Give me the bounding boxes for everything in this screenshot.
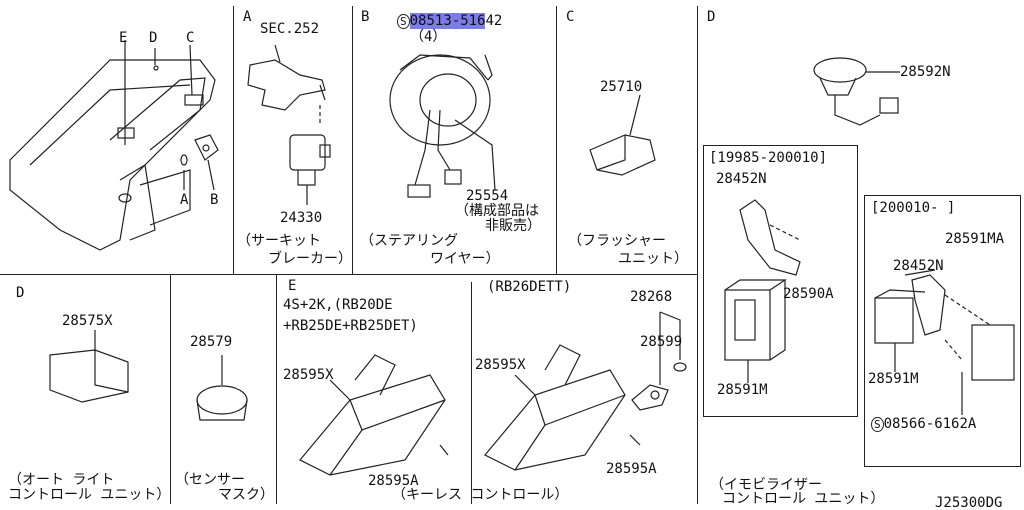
overview-label-d: D [149, 30, 158, 46]
section-e-right-part: 28595X [475, 357, 526, 373]
dashboard-outline [9, 59, 216, 251]
range-1-part-2: 28590A [783, 286, 834, 302]
antenna-part: 28592N [900, 64, 951, 80]
section-e-left-bolt: 28595A [368, 473, 419, 489]
section-c-caption-2: ユニット） [618, 251, 688, 267]
section-e-caption: （キーレス コントロール） [392, 487, 569, 503]
section-a-letter: A [243, 9, 252, 25]
divider [471, 282, 472, 504]
auto-light-caption-2: コントロール ユニット） [8, 487, 171, 503]
section-b-bolt-qty: （4） [410, 29, 447, 45]
section-b-note-2: 非販売） [485, 218, 541, 234]
range-1-part-1: 28452N [716, 171, 767, 187]
section-d-caption-2: コントロール ユニット） [722, 491, 885, 507]
section-b-part: 25554 [466, 188, 509, 204]
section-d-bottom-letter: D [16, 285, 25, 301]
diagram-code: J25300DG [935, 495, 1003, 510]
overview-label-a: A [180, 192, 189, 208]
key-part-2: 28599 [640, 334, 683, 350]
section-d-caption-1: （イモビライザー [710, 477, 822, 493]
divider [233, 6, 234, 274]
section-b-bolt-highlight: 08513-516 [409, 13, 486, 29]
range-1-part-3: 28591M [717, 382, 768, 398]
section-a-caption-1: （サーキット [237, 233, 321, 249]
range-2-part-2: 28452N [893, 258, 944, 274]
sensor-caption-2: マスク） [218, 487, 274, 503]
range-2-bolt-part: 08566-6162A [883, 416, 977, 432]
divider [697, 6, 698, 504]
divider [276, 274, 277, 504]
section-b-letter: B [361, 9, 370, 25]
sensor-part: 28579 [190, 334, 233, 350]
range-2-part-1: 28591MA [945, 231, 1005, 247]
section-e-models-2: +RB25DE+RB25DET) [283, 318, 418, 334]
range-2-part-3: 28591M [868, 371, 919, 387]
section-a-part: 24330 [280, 210, 323, 226]
sensor-caption-1: （センサー [175, 472, 245, 488]
auto-light-caption-1: （オート ライト [8, 472, 115, 488]
section-b-bolt-rest: 42 [485, 13, 503, 29]
section-e-models-1: 4S+2K,(RB20DE [283, 297, 393, 313]
divider [170, 274, 171, 504]
divider [556, 6, 557, 274]
screw-symbol-icon: S [871, 417, 884, 432]
range-box-1 [703, 145, 858, 417]
section-d-letter: D [707, 9, 716, 25]
section-e-left-part: 28595X [283, 367, 334, 383]
auto-light-part: 28575X [62, 313, 113, 329]
overview-label-c: C [186, 30, 195, 46]
section-a-ref: SEC.252 [260, 21, 320, 37]
range-1-title: [19985-200010] [709, 150, 828, 166]
section-e-letter: E [288, 278, 297, 294]
section-e-right-bolt: 28595A [606, 461, 657, 477]
range-2-title: [200010- ] [871, 200, 956, 216]
range-box-2 [864, 195, 1021, 467]
section-b-note-1: （構成部品は [455, 203, 539, 219]
section-a-caption-2: ブレーカー） [268, 251, 352, 267]
divider [0, 274, 697, 275]
screw-symbol-icon: S [397, 14, 410, 29]
key-part-1: 28268 [630, 289, 673, 305]
section-b-caption-1: （ステアリング [360, 233, 458, 249]
section-c-letter: C [566, 9, 575, 25]
section-e-models-right: (RB26DETT) [487, 279, 572, 295]
overview-label-b: B [210, 192, 219, 208]
overview-label-e: E [119, 30, 128, 46]
section-c-caption-1: （フラッシャー [568, 233, 666, 249]
section-b-caption-2: ワイヤー） [430, 251, 500, 267]
divider [352, 6, 353, 274]
section-c-part: 25710 [600, 79, 643, 95]
